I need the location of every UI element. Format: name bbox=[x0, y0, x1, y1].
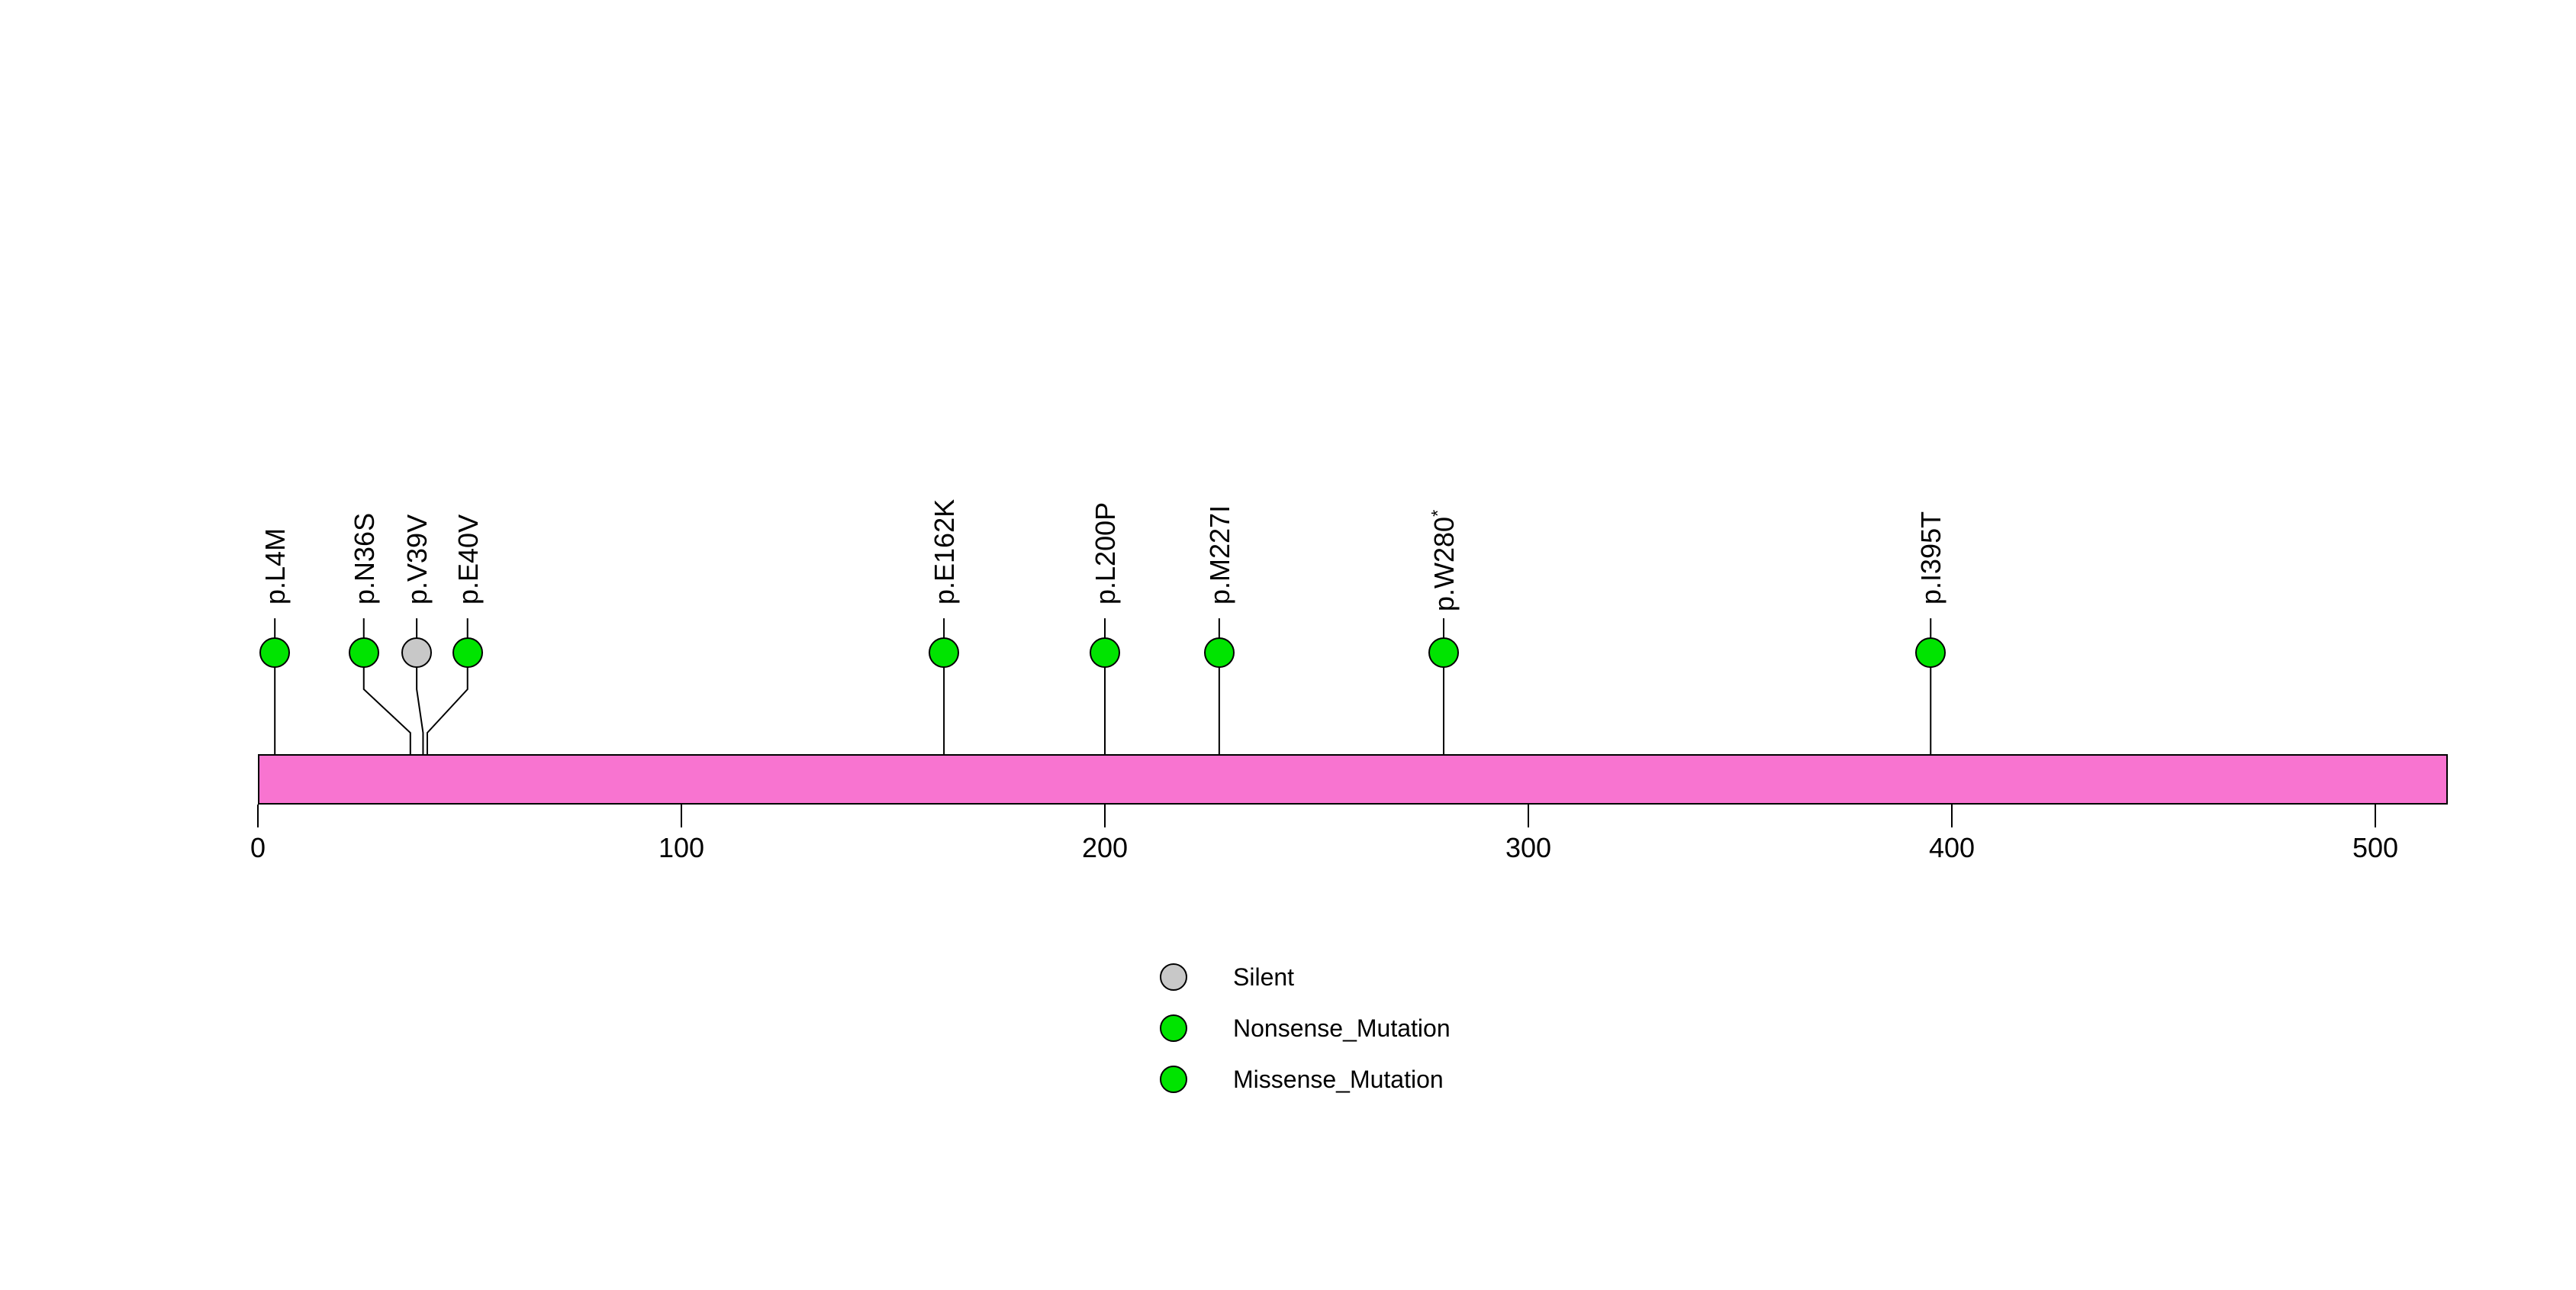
legend-swatch bbox=[1160, 1065, 1187, 1093]
mutation-label: p.M227I bbox=[1203, 505, 1235, 605]
mutation-label: p.I395T bbox=[1915, 511, 1947, 605]
mutation-label: p.V39V bbox=[401, 514, 433, 605]
protein-backbone-bar bbox=[258, 754, 2448, 805]
mutation-circle bbox=[1915, 637, 1946, 668]
axis-tick bbox=[1951, 805, 1953, 827]
legend-swatch bbox=[1160, 963, 1187, 991]
mutation-circle bbox=[348, 637, 379, 668]
axis-tick bbox=[1528, 805, 1529, 827]
mutation-label: p.N36S bbox=[348, 512, 380, 605]
legend-item: Silent bbox=[1160, 951, 1451, 1002]
mutation-circle bbox=[1203, 637, 1235, 668]
mutation-circle bbox=[929, 637, 960, 668]
legend-item: Nonsense_Mutation bbox=[1160, 1002, 1451, 1053]
axis-tick bbox=[257, 805, 259, 827]
mutation-circle bbox=[452, 637, 483, 668]
legend-label: Silent bbox=[1233, 963, 1295, 991]
legend-label: Missense_Mutation bbox=[1233, 1065, 1444, 1093]
mutation-label: p.L200P bbox=[1090, 501, 1121, 605]
mutation-circle bbox=[259, 637, 291, 668]
mutation-circle bbox=[1428, 637, 1459, 668]
mutation-circle bbox=[401, 637, 433, 668]
legend-swatch bbox=[1160, 1014, 1187, 1042]
axis-tick bbox=[681, 805, 682, 827]
axis-tick-label: 0 bbox=[250, 832, 266, 863]
mutation-label: p.W280* bbox=[1428, 509, 1460, 611]
mutation-circle bbox=[1090, 637, 1120, 668]
legend-label: Nonsense_Mutation bbox=[1233, 1014, 1451, 1042]
axis-tick-label: 200 bbox=[1081, 832, 1129, 863]
axis-tick bbox=[2375, 805, 2376, 827]
mutation-label: p.E162K bbox=[929, 498, 961, 605]
mutation-label: p.L4M bbox=[259, 527, 291, 605]
axis-tick bbox=[1104, 805, 1106, 827]
axis-tick-label: 500 bbox=[2352, 832, 2399, 863]
axis-tick-label: 100 bbox=[658, 832, 705, 863]
axis-tick-label: 300 bbox=[1505, 832, 1552, 863]
mutation-label: p.E40V bbox=[452, 514, 484, 605]
legend-item: Missense_Mutation bbox=[1160, 1053, 1451, 1105]
axis-tick-label: 400 bbox=[1928, 832, 1975, 863]
